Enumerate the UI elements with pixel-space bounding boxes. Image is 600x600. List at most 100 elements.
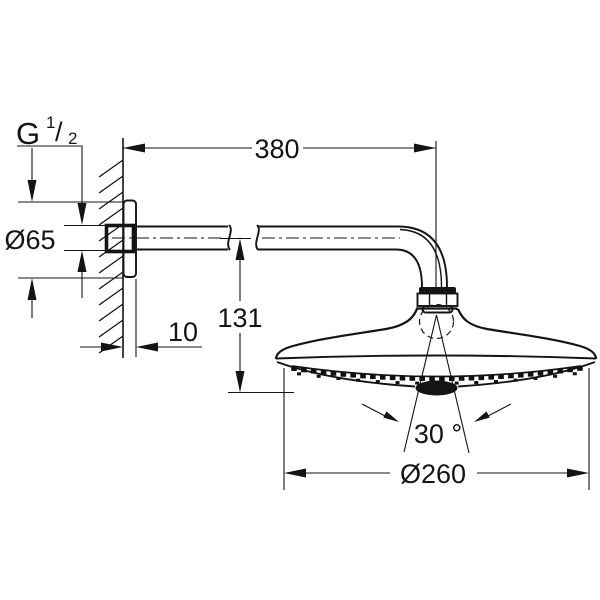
ball-joint-pivot-circle [418,303,455,340]
nozzle [389,375,396,381]
cone-line-left [403,314,438,453]
nozzle [291,366,297,371]
arm-break-line-left [227,224,232,251]
escutcheon-diameter-label: Ø65 [4,225,55,255]
nut-top-band [419,287,456,294]
spray-angle-indicator: 30 ° [361,314,512,454]
nozzle-inner-row [494,380,498,384]
arrowhead-380-left [123,143,145,153]
hatch-stroke [98,207,124,226]
nozzle [370,374,376,380]
cone-arrow-shaft-left [361,403,387,417]
nozzle [557,368,564,374]
nozzle [429,376,435,382]
arrowhead-65-top [27,180,37,202]
nozzle-inner-row [533,376,538,380]
nozzle [577,366,583,371]
arrowhead-g12-bottom [77,250,87,272]
arm-break-line-right [255,224,260,251]
nozzle [330,371,337,376]
escutcheon-depth-label: 10 [168,317,198,347]
nozzle-inner-row [336,376,341,380]
dimension-65: Ø65 [4,148,123,318]
g12-thread-fitting [104,223,136,254]
arm-bend-inner-contour [399,228,443,288]
nozzle [527,372,534,377]
hatch-stroke [98,287,124,306]
nozzle-inner-row [356,378,361,382]
wall [98,138,124,358]
arrowhead-10-right [136,342,158,352]
center-jet-ring [415,380,458,396]
nozzle [340,372,347,377]
nozzle [537,371,544,376]
nozzle [301,367,307,373]
nozzle [458,376,465,381]
nozzle [360,373,366,379]
dimension-380: 380 [123,134,437,287]
spray-face-arc [291,365,582,378]
nozzle-inner-row [395,381,400,385]
nozzle [478,375,485,381]
head-drop-label: 131 [217,303,262,333]
nozzle [468,375,475,381]
arrowhead-131-top [235,238,245,260]
dimension-10: 10 [80,279,202,357]
arrowhead-260-left [284,468,306,478]
nozzle [409,376,416,381]
dimension-g12: G 1 / 2 [16,113,106,298]
nozzle [488,375,494,380]
nozzle-inner-row [474,381,479,385]
cone-line-right [435,314,470,454]
cone-arrowhead-left [383,411,399,422]
nozzle-inner-row [415,381,420,385]
nozzle [567,367,573,373]
hatch-stroke [98,175,124,194]
dimension-131: 131 [217,237,294,394]
cone-arrowhead-right [474,411,490,422]
arrowhead-131-bottom [235,371,245,393]
nozzle-band [291,366,583,385]
nozzle [547,370,554,375]
hatch-stroke [98,303,124,322]
nozzle [310,368,317,374]
arm-outer-bend [258,225,448,288]
nozzle-inner-row [572,372,577,376]
arrowhead-260-right [567,468,589,478]
thread-label-g: G [16,116,40,151]
hatch-stroke [98,255,124,274]
nozzle-inner-row [297,372,301,376]
wall-hatching [98,159,124,354]
cone-arrow-shaft-right [486,403,512,417]
arrowhead-10-left [101,342,123,352]
nozzle [508,373,514,379]
head-rim-lip [275,354,597,360]
nozzle [517,372,524,378]
thread-label-denominator: 2 [68,129,77,148]
nozzle-inner-row [454,381,459,385]
escutcheon-side-view [122,199,137,278]
shower-head [274,303,598,396]
nozzle-inner-row [513,378,518,382]
nozzle [350,373,356,378]
dimension-260: Ø260 [283,368,590,490]
head-top-silhouette [274,307,598,360]
nozzle [419,376,425,381]
hatch-stroke [98,319,124,338]
arm-length-label: 380 [254,134,299,164]
shower-arm [112,224,448,288]
hatch-stroke [98,159,124,178]
nozzle [320,370,327,375]
nozzle [498,374,504,380]
arrowhead-g12-top [77,203,87,225]
nozzle [439,376,445,382]
head-diameter-label: Ø260 [400,459,466,489]
hatch-stroke [98,271,124,290]
arrowhead-65-bottom [27,278,37,300]
nozzle-inner-row [553,374,558,378]
thread-label-numerator: 1 [46,113,55,132]
hatch-stroke [98,191,124,210]
hatch-stroke [98,239,124,258]
